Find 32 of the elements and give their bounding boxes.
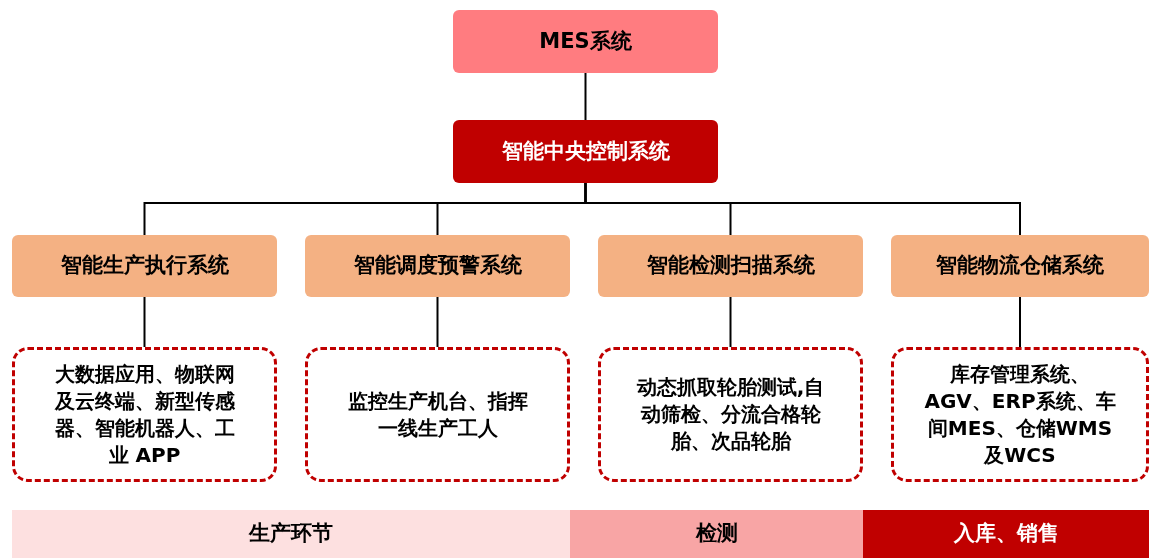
- node-text: 生产环节: [249, 520, 333, 548]
- subsystem-box: [598, 235, 863, 297]
- node-text: 智能调度预警系统: [353, 252, 522, 280]
- node-text: 检测: [695, 520, 738, 548]
- connector-line: [584, 72, 587, 121]
- node-text: 智能物流仓储系统: [936, 252, 1104, 280]
- detail-box: [12, 347, 277, 482]
- node-text: MES系统: [539, 27, 632, 55]
- node-text: 库存管理系统、AGV、ERP系统、车间MES、仓储WMS及WCS: [924, 360, 1116, 469]
- connector-line: [143, 296, 146, 348]
- node-text: 智能检测扫描系统: [646, 252, 815, 280]
- node-text: 智能生产执行系统: [60, 252, 229, 280]
- stage-band: [863, 510, 1149, 558]
- stage-band: [12, 510, 570, 558]
- stage-band: [570, 510, 863, 558]
- connector-line: [436, 296, 439, 348]
- connector-line: [1019, 296, 1021, 348]
- connector-line: [729, 296, 732, 348]
- system-box: [453, 10, 718, 73]
- subsystem-box: [891, 235, 1149, 297]
- node-text: 入库、销售: [953, 520, 1059, 548]
- node-text: 智能中央控制系统: [501, 137, 670, 165]
- connector-line: [584, 182, 1021, 236]
- node-text: 监控生产机台、指挥一线生产工人: [346, 387, 529, 442]
- detail-box: [598, 347, 863, 482]
- node-text: 动态抓取轮胎测试,自动筛检、分流合格轮胎、次品轮胎: [635, 374, 826, 455]
- detail-box: [891, 347, 1149, 482]
- subsystem-box: [305, 235, 570, 297]
- node-text: 大数据应用、物联网及云终端、新型传感器、智能机器人、工业 APP: [53, 360, 236, 469]
- control-box: [453, 120, 718, 183]
- detail-box: [305, 347, 570, 482]
- subsystem-box: [12, 235, 277, 297]
